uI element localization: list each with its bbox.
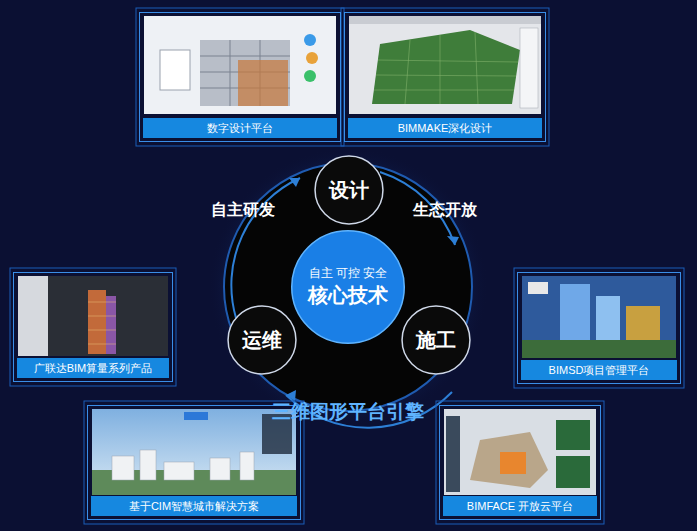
circle-text: 设计 <box>329 177 369 204</box>
phase-circle: 运维 <box>227 305 297 375</box>
circle-text: 施工 <box>416 327 456 354</box>
panel-caption: BIMMAKE深化设计 <box>348 118 542 138</box>
ring-label: 自主研发 <box>211 200 275 221</box>
product-panel: 基于CIM智慧城市解决方案 <box>87 405 301 520</box>
panel-caption: BIMFACE 开放云平台 <box>443 496 597 516</box>
core-circle: 自主 可控 安全核心技术 <box>290 229 406 345</box>
product-panel: BIMSD项目管理平台 <box>517 272 681 384</box>
circle-text: 核心技术 <box>308 282 388 309</box>
panel-caption: 数字设计平台 <box>143 118 337 138</box>
product-panel: 数字设计平台 <box>139 12 341 142</box>
product-panel: BIMFACE 开放云平台 <box>439 405 601 520</box>
product-panel: 广联达BIM算量系列产品 <box>13 272 173 382</box>
panel-caption: 广联达BIM算量系列产品 <box>17 358 169 378</box>
panel-caption: BIMSD项目管理平台 <box>521 360 677 380</box>
circle-text: 运维 <box>242 327 282 354</box>
phase-circle: 施工 <box>401 305 471 375</box>
engine-label: 三维图形平台引擎 <box>272 399 424 425</box>
ring-label: 生态开放 <box>413 200 477 221</box>
panel-caption: 基于CIM智慧城市解决方案 <box>91 496 297 516</box>
product-panel: BIMMAKE深化设计 <box>344 12 546 142</box>
circle-text: 自主 可控 安全 <box>309 265 388 281</box>
phase-circle: 设计 <box>314 155 384 225</box>
